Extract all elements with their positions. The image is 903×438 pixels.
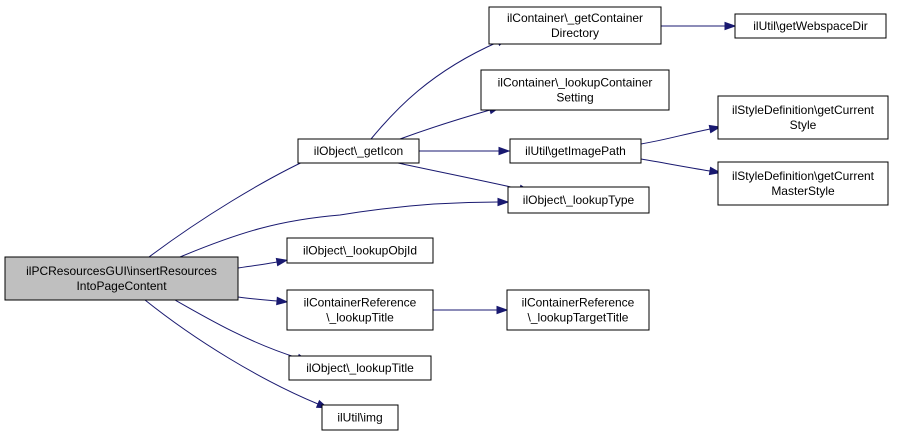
node-box [734, 13, 887, 39]
edge-root-to-lookupObjId [237, 257, 289, 269]
node-lookupType[interactable]: ilObject\_lookupType [507, 186, 650, 214]
edge-arrowhead [498, 146, 511, 156]
edge-arrowhead [497, 197, 510, 207]
node-getWebspaceDir[interactable]: ilUtil\getWebspaceDir [734, 13, 887, 39]
node-label: \_lookupTitle [326, 311, 394, 325]
node-label: Directory [551, 26, 599, 40]
node-label: ilObject\_lookupObjId [303, 244, 417, 258]
node-label: ilContainerReference [304, 296, 417, 310]
node-root[interactable]: ilPCResourcesGUI\insertResourcesIntoPage… [4, 256, 239, 301]
node-label: ilUtil\img [337, 411, 382, 425]
edge-arrowhead [724, 21, 737, 31]
node-box [480, 69, 670, 111]
edge-line [144, 299, 319, 405]
node-getIcon[interactable]: ilObject\_getIcon [297, 138, 420, 164]
edge-line [237, 296, 278, 302]
edge-root-to-lookupType [179, 197, 510, 258]
node-label: Setting [556, 91, 593, 105]
node-label: ilContainerReference [522, 296, 635, 310]
node-label: ilStyleDefinition\getCurrent [732, 169, 875, 183]
node-label: ilUtil\getWebspaceDir [753, 19, 868, 33]
edge-line [179, 201, 499, 258]
edge-arrowhead [276, 296, 289, 306]
edge-arrowhead [708, 166, 722, 176]
edge-arrowhead [496, 305, 509, 315]
node-box [288, 355, 432, 381]
node-box [717, 161, 889, 206]
node-label: ilContainer\_getContainer [507, 11, 643, 25]
edge-line [640, 128, 711, 145]
node-label: ilUtil\getImagePath [525, 144, 626, 158]
node-getImagePath[interactable]: ilUtil\getImagePath [509, 138, 642, 164]
edge-containerRefLookupTitle-to-lookupTargetTitle [433, 305, 509, 315]
edge-arrowhead [708, 124, 722, 134]
node-label: ilObject\_lookupType [523, 193, 635, 207]
node-box [507, 186, 650, 214]
node-box [321, 404, 399, 431]
edge-getIcon-to-getImagePath [419, 146, 511, 156]
node-label: IntoPageContent [76, 279, 167, 293]
node-box [717, 95, 889, 140]
node-box [488, 6, 662, 45]
nodes-layer: ilPCResourcesGUI\insertResourcesIntoPage… [4, 6, 889, 431]
node-label: ilObject\_lookupTitle [306, 361, 414, 375]
node-box [286, 237, 434, 264]
node-box [4, 256, 239, 301]
edge-line [237, 261, 278, 269]
edge-line [148, 153, 321, 258]
edge-arrowhead [275, 257, 289, 267]
edge-getImagePath-to-getCurrentStyle [640, 124, 722, 145]
node-img[interactable]: ilUtil\img [321, 404, 399, 431]
node-lookupObjId[interactable]: ilObject\_lookupObjId [286, 237, 434, 264]
node-lookupTargetTitle[interactable]: ilContainerReference\_lookupTargetTitle [506, 289, 650, 331]
node-label: \_lookupTargetTitle [528, 311, 629, 325]
edge-line [399, 109, 491, 140]
node-box [286, 289, 434, 331]
edge-line [397, 162, 521, 190]
edge-line [640, 158, 711, 172]
node-label: ilObject\_getIcon [314, 144, 403, 158]
node-containerRefLookupTitle[interactable]: ilContainerReference\_lookupTitle [286, 289, 434, 331]
edge-root-to-containerRefLookupTitle [237, 296, 289, 306]
node-box [509, 138, 642, 164]
node-label: ilPCResourcesGUI\insertResources [26, 264, 217, 278]
edge-getImagePath-to-getCurrentMasterStyle [640, 158, 722, 176]
edge-getIcon-to-lookupContainerSetting [399, 105, 502, 140]
edge-line [370, 41, 499, 140]
node-label: MasterStyle [771, 184, 835, 198]
node-label: Style [790, 118, 817, 132]
edge-getContainerDirectory-to-getWebspaceDir [661, 21, 737, 31]
node-label: ilStyleDefinition\getCurrent [732, 103, 875, 117]
node-box [297, 138, 420, 164]
edge-line [174, 299, 299, 359]
node-box [506, 289, 650, 331]
node-label: ilContainer\_lookupContainer [498, 76, 653, 90]
node-objLookupTitle[interactable]: ilObject\_lookupTitle [288, 355, 432, 381]
